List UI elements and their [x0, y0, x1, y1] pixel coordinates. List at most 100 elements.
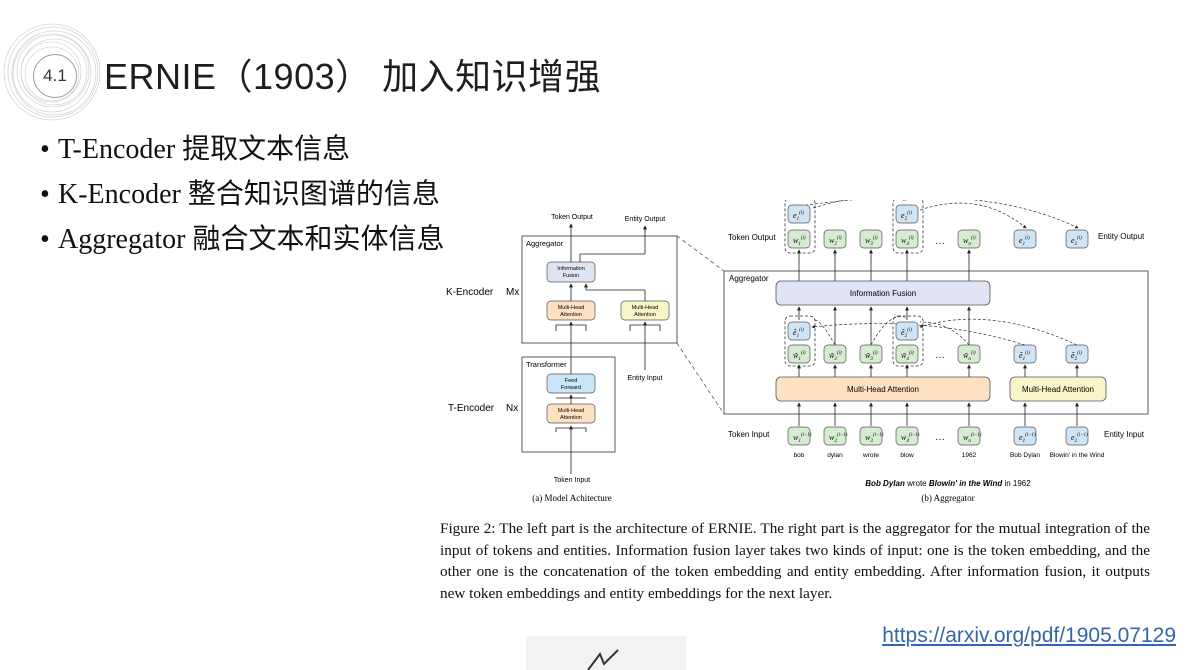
example-sentence: Bob Dylan wrote Blowin' in the Wind in 1… [865, 479, 1031, 488]
aggregator-panel: Token Output Entity Output Token Input E… [723, 200, 1149, 503]
output-ellipsis: … [935, 236, 945, 247]
token-output-node [787, 229, 811, 249]
input-word-label: Blowin' in the Wind [1050, 452, 1105, 459]
token-input-node [859, 426, 883, 446]
bullet-text: K-Encoder 整合知识图谱的信息 [58, 179, 440, 210]
entity-output-node-symbol: e1(i) [793, 211, 804, 222]
embedding-nodes: w1(i)w2(i)w3(i)w4(i)wn(i)e1(i)e2(i)e1(i)… [787, 204, 1089, 446]
bullet-item: • T-Encoder 提取文本信息 [40, 132, 445, 177]
aggregator-subcaption: (b) Aggregator [921, 493, 974, 503]
aggregator-box [723, 270, 1149, 415]
left-entity-mha-line1: Multi-Head [632, 305, 659, 311]
paper-link[interactable]: https://arxiv.org/pdf/1905.07129 [882, 624, 1176, 647]
information-fusion-block [775, 280, 991, 306]
input-word-label: dylan [827, 452, 843, 459]
token-output-node-symbol: w1(i) [793, 236, 806, 247]
token-attended-node [957, 344, 981, 364]
k-encoder-box [521, 235, 678, 344]
token-output-node [859, 229, 883, 249]
sentence-middle: wrote [905, 479, 929, 488]
left-mha-line2: Attention [560, 312, 582, 318]
token-input-node [895, 426, 919, 446]
entity-output-node [1013, 229, 1037, 249]
entity-attended-node [1013, 344, 1037, 364]
sentence-entity-1: Bob Dylan [865, 479, 905, 488]
token-attended-node-symbol: w̃3(i) [865, 351, 878, 362]
entity-attended-node-symbol: ẽ1(i) [793, 328, 804, 339]
left-entity-mha-line2: Attention [634, 312, 656, 318]
bullet-item: • K-Encoder 整合知识图谱的信息 [40, 177, 445, 222]
logo-thumbnail [526, 636, 686, 670]
right-entity-output-label: Entity Output [1098, 232, 1145, 241]
bullet-item: •Aggregator 融合文本和实体信息 [40, 222, 445, 267]
right-entity-input-label: Entity Input [1104, 430, 1145, 439]
model-architecture-panel: Token Output Entity Output Aggregator In… [446, 214, 678, 503]
input-word-label: 1962 [962, 452, 977, 459]
right-token-input-label: Token Input [728, 430, 770, 439]
figure-caption: Figure 2: The left part is the architect… [440, 520, 1150, 602]
information-fusion-label: Information Fusion [850, 289, 916, 298]
k-encoder-label: K-Encoder [446, 287, 494, 298]
entity-attended-node [1065, 344, 1089, 364]
token-attended-node [859, 344, 883, 364]
entity-output-node-symbol: e2(i) [1071, 236, 1082, 247]
token-output-node-symbol: w2(i) [829, 236, 842, 247]
right-token-output-label: Token Output [728, 233, 776, 242]
left-arrows [555, 223, 661, 474]
ff-line2: Forward [561, 385, 581, 391]
entity-attended-node [895, 321, 919, 341]
entity-output-node [787, 204, 811, 224]
token-input-node [823, 426, 847, 446]
zoom-guide-lines [676, 235, 725, 415]
left-token-output-label: Token Output [551, 214, 593, 221]
ff-line1: Feed [565, 378, 578, 384]
middle-ellipsis: … [935, 350, 945, 361]
left-token-input-label: Token Input [554, 477, 590, 484]
entity-mha-label: Multi-Head Attention [1022, 385, 1094, 394]
transformer-label: Transformer [526, 360, 567, 369]
entity-attended-node-symbol: ẽ2(i) [901, 328, 912, 339]
sentence-end: in 1962 [1002, 479, 1031, 488]
section-number-badge: 4.1 [33, 54, 77, 98]
model-architecture-subcaption: (a) Model Achitecture [532, 493, 611, 503]
entity-input-node [1013, 426, 1037, 446]
left-info-fusion-line1: Information [557, 266, 585, 272]
token-attended-node [823, 344, 847, 364]
section-badge-decoration [3, 23, 101, 121]
token-output-node [895, 229, 919, 249]
token-attended-node-symbol: w̃1(i) [793, 351, 806, 362]
entity-multi-head-attention-block [1009, 376, 1107, 402]
slide-title: ERNIE（1903） 加入知识增强 [104, 56, 602, 97]
bullet-text: T-Encoder 提取文本信息 [58, 134, 351, 165]
token-input-node [787, 426, 811, 446]
token-attended-node-symbol: w̃2(i) [829, 351, 842, 362]
token-output-node [823, 229, 847, 249]
entity-output-node [895, 204, 919, 224]
entity-attended-node-symbol: ẽ2(i) [1071, 351, 1082, 362]
right-aggregator-label: Aggregator [729, 274, 769, 283]
t-mha-line2: Attention [560, 415, 582, 421]
sentence-entity-2: Blowin' in the Wind [929, 479, 1003, 488]
t-encoder-label: T-Encoder [448, 403, 495, 414]
entity-alignment-groups [784, 200, 924, 367]
input-word-label: blow [900, 452, 914, 459]
input-word-label: bob [794, 452, 805, 459]
alignment-curves [799, 200, 1079, 346]
token-attended-node-symbol: w̃n(i) [963, 351, 976, 362]
aggregator-arrows [797, 249, 1079, 426]
token-input-node [957, 426, 981, 446]
bullet-dot-icon: • [40, 179, 50, 210]
token-mha-label: Multi-Head Attention [847, 385, 919, 394]
bullet-dot-icon: • [40, 134, 50, 165]
t-mha-line1: Multi-Head [558, 408, 585, 414]
input-ellipsis: … [935, 432, 945, 443]
left-entity-output-label: Entity Output [625, 216, 666, 223]
ernie-architecture-figure: Token Output Entity Output Aggregator In… [446, 200, 1149, 503]
token-attended-node [787, 344, 811, 364]
bullet-dot-icon: • [40, 224, 50, 255]
token-multi-head-attention-block [775, 376, 991, 402]
entity-output-node-symbol: e1(i) [1019, 236, 1030, 247]
left-info-fusion-line2: Fusion [563, 273, 580, 279]
token-attended-node [895, 344, 919, 364]
